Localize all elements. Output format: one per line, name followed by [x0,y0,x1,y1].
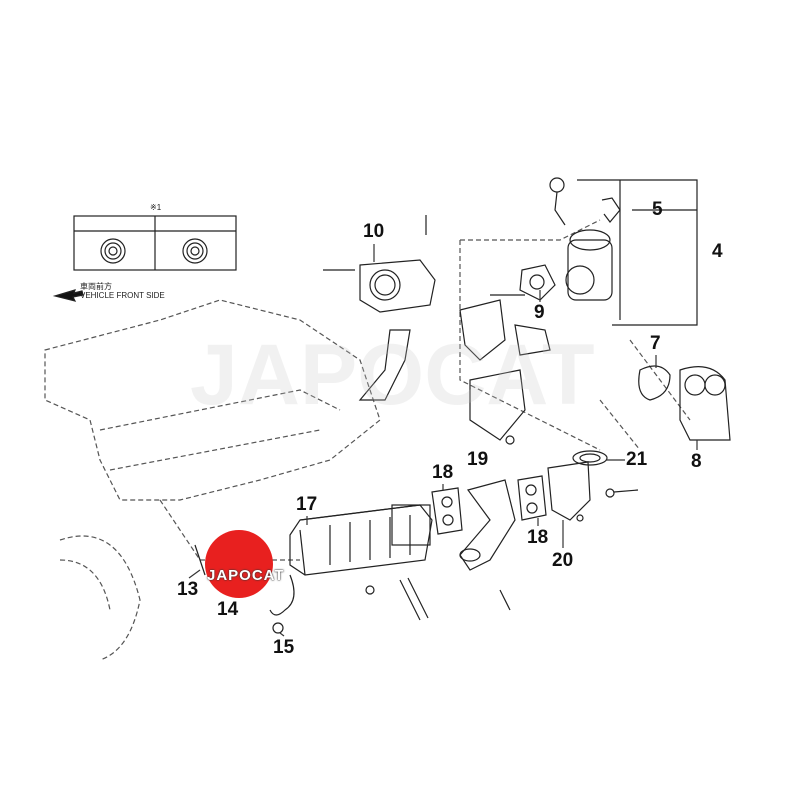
callout-17: 17 [296,494,318,515]
callout-9: 9 [534,302,545,323]
leader-lines [188,244,698,637]
part-19-egr-pipe [459,479,516,571]
part-9-gasket [519,264,556,301]
callout-21: 21 [626,449,648,470]
part-20-pipe [547,461,639,522]
inset-direction-label: VEHICLE FRONT SIDE [80,291,165,300]
callout-20: 20 [552,550,574,571]
callout-15: 15 [273,637,295,658]
callout-14: 14 [217,599,239,620]
callout-4: 4 [712,241,723,262]
part-21-gasket [572,450,608,466]
part-17-egr-cooler [269,504,511,621]
inset-jp-label: 車両前方 [80,282,112,291]
japocat-logo [205,530,273,598]
part-10-throttle [323,215,436,401]
inset-note: ※1 [150,203,162,212]
logo-text: JAPOCAT [207,567,285,584]
part-18-gasket-left [431,487,463,535]
callout-5: 5 [652,199,663,220]
bracket-assembly [459,294,551,441]
bolts [194,435,515,634]
front-arrow-icon [52,289,84,302]
callout-10: 10 [363,221,385,242]
callout-7: 7 [650,333,661,354]
part-18-gasket-right [517,475,547,521]
callout-18-left: 18 [432,462,454,483]
watermark: JAPOCAT [190,327,595,423]
callout-18-right: 18 [527,527,549,548]
callout-13: 13 [177,579,199,600]
callout-19: 19 [467,449,489,470]
part-7-8-pipe [638,365,731,441]
inset-table [73,215,237,271]
callout-8: 8 [691,451,702,472]
part-4-egr-valve [549,177,698,326]
